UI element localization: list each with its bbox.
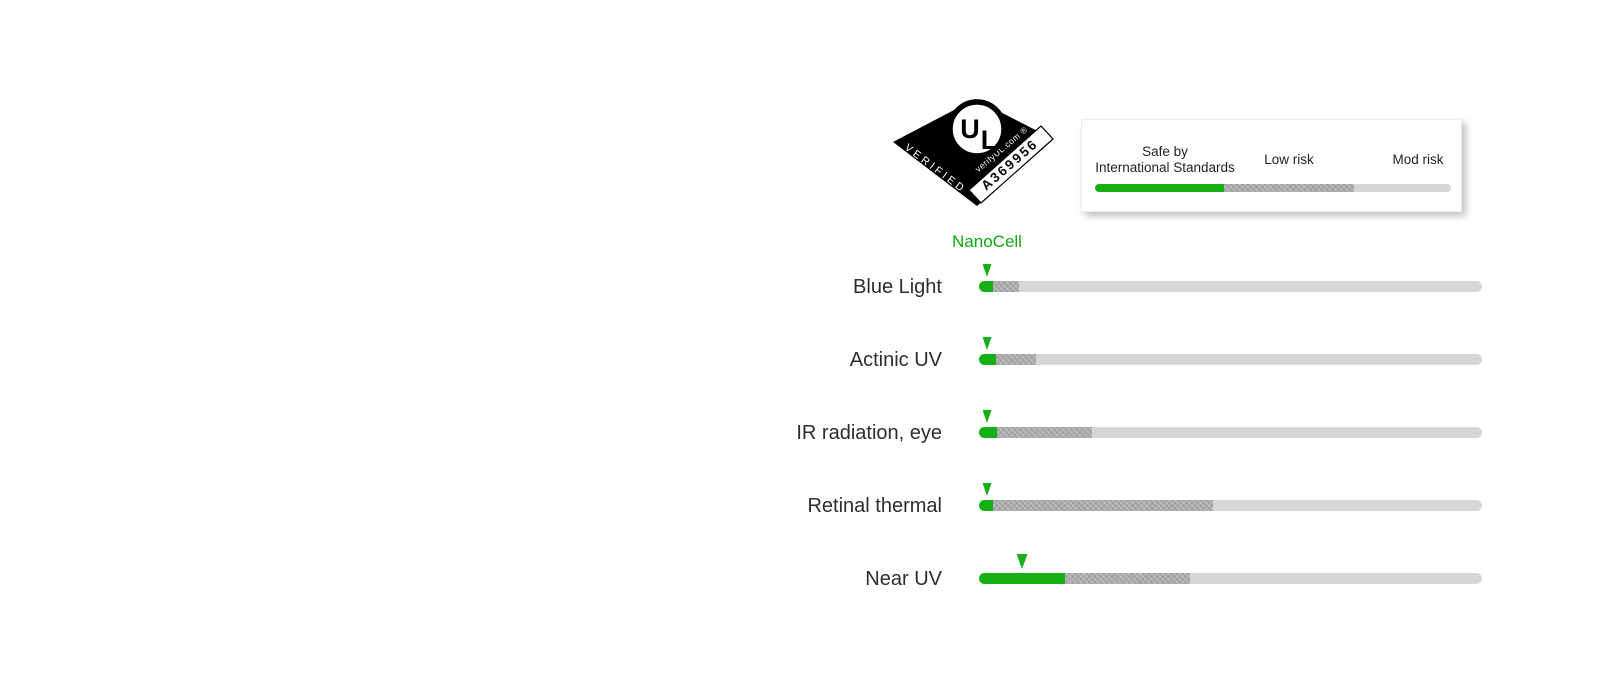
category-label: Near UV — [865, 567, 942, 590]
legend-low-label: Low risk — [1264, 152, 1314, 167]
legend-scale-bar — [1095, 184, 1451, 192]
low-risk-segment — [993, 500, 1213, 511]
legend-mod-label: Mod risk — [1392, 152, 1444, 167]
nanocell-marker-icon — [1016, 554, 1028, 569]
ul-verified-badge: VERIFIED verifyUL.com ® A369956 U L — [893, 99, 1054, 206]
legend-mod-segment — [1354, 184, 1451, 192]
legend-safe-label: Safe by International Standards — [1086, 144, 1244, 176]
category-label: Actinic UV — [849, 348, 942, 371]
legend-safe-segment — [1095, 184, 1224, 192]
risk-bar — [979, 354, 1482, 365]
legend-safe-line1: Safe by — [1142, 144, 1188, 159]
safe-segment — [979, 427, 997, 438]
safe-segment — [979, 281, 993, 292]
nanocell-marker-icon — [982, 410, 992, 423]
risk-bar — [979, 500, 1482, 511]
ul-circle — [947, 99, 1007, 159]
nanocell-marker-icon — [982, 337, 992, 350]
risk-bar — [979, 573, 1482, 584]
legend-low-segment — [1224, 184, 1354, 192]
low-risk-segment — [1065, 573, 1190, 584]
remaining-segment — [1092, 427, 1482, 438]
risk-bar — [979, 427, 1482, 438]
category-label: Blue Light — [853, 275, 942, 298]
safe-segment — [979, 573, 1065, 584]
remaining-segment — [1036, 354, 1482, 365]
safe-segment — [979, 354, 996, 365]
risk-legend-card: Safe by International Standards Low risk… — [1081, 119, 1462, 212]
remaining-segment — [1019, 281, 1482, 292]
low-risk-segment — [996, 354, 1036, 365]
low-risk-segment — [997, 427, 1092, 438]
safe-segment — [979, 500, 993, 511]
low-risk-segment — [993, 281, 1019, 292]
nanocell-marker-icon — [982, 483, 992, 496]
category-label: IR radiation, eye — [796, 421, 942, 444]
ul-letter-l: L — [981, 125, 998, 155]
remaining-segment — [1190, 573, 1482, 584]
ul-letter-u: U — [960, 114, 980, 144]
category-label: Retinal thermal — [807, 494, 942, 517]
nanocell-marker-icon — [982, 264, 992, 277]
nanocell-series-label: NanoCell — [952, 232, 1022, 251]
risk-bar — [979, 281, 1482, 292]
badge-serial-band — [968, 125, 1054, 204]
remaining-segment — [1213, 500, 1482, 511]
legend-safe-line2: International Standards — [1095, 160, 1235, 175]
